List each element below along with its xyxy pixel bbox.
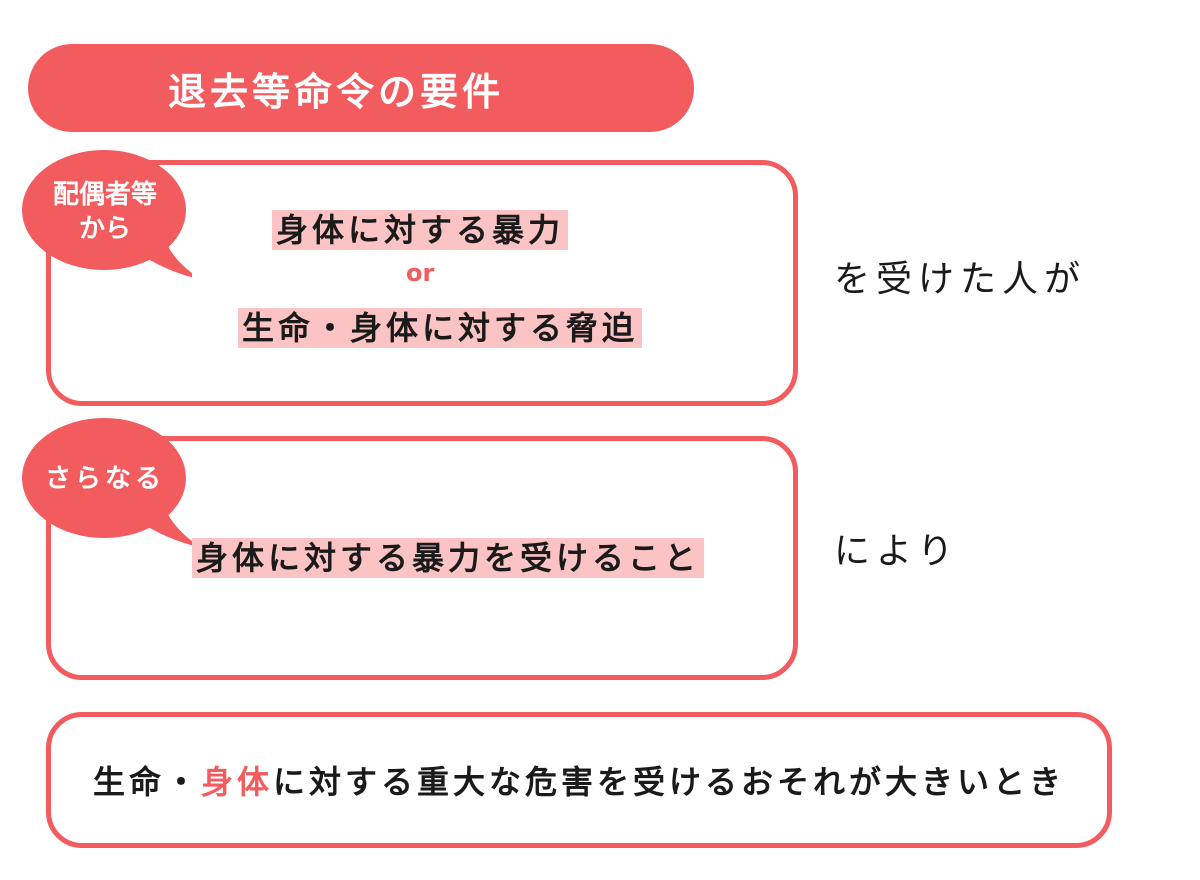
condition-box-3: [46, 712, 1112, 848]
speech-bubble-1: 配偶者等 から: [20, 148, 192, 288]
condition-1-violence: 身体に対する暴力: [272, 210, 569, 250]
title-banner: 退去等命令の要件: [28, 44, 694, 132]
speech-bubble-shape: [22, 150, 192, 278]
page-title: 退去等命令の要件: [167, 69, 504, 114]
or-connector: or: [406, 259, 435, 287]
bubble-2-label: さらなる: [44, 464, 165, 494]
bubble-1-line-2: から: [78, 214, 131, 244]
condition-1-threat: 生命・身体に対する脅迫: [238, 308, 643, 348]
bubble-1-label: 配偶者等 から: [20, 178, 190, 246]
bubble-1-line-1: 配偶者等: [52, 180, 157, 210]
side-text-2: により: [834, 531, 960, 572]
final-part-2-highlight: 身体: [200, 763, 273, 801]
speech-bubble-shape: [22, 418, 192, 546]
final-part-1: 生命・: [92, 763, 201, 801]
condition-2-further-violence: 身体に対する暴力を受けること: [192, 538, 705, 578]
speech-bubble-2: さらなる: [20, 416, 192, 556]
final-condition: 生命・身体に対する重大な危害を受けるおそれが大きいとき: [46, 712, 1112, 848]
side-text-1: を受けた人が: [834, 259, 1087, 300]
final-part-3: に対する重大な危害を受けるおそれが大きいとき: [273, 763, 1066, 801]
